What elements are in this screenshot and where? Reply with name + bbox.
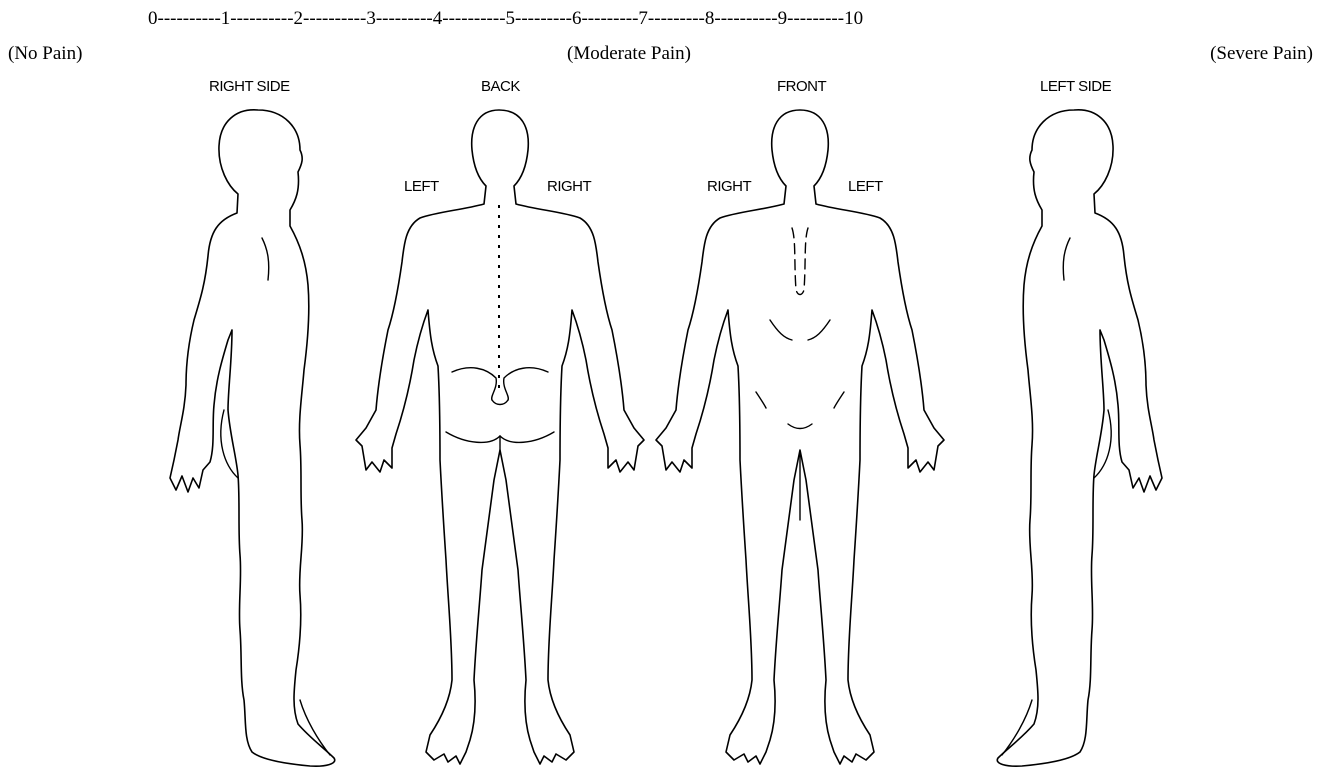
right-side-body-figure[interactable] bbox=[170, 110, 335, 766]
back-body-figure[interactable] bbox=[356, 110, 644, 764]
left-side-body-figure[interactable] bbox=[997, 110, 1162, 766]
front-body-figure[interactable] bbox=[656, 110, 944, 764]
